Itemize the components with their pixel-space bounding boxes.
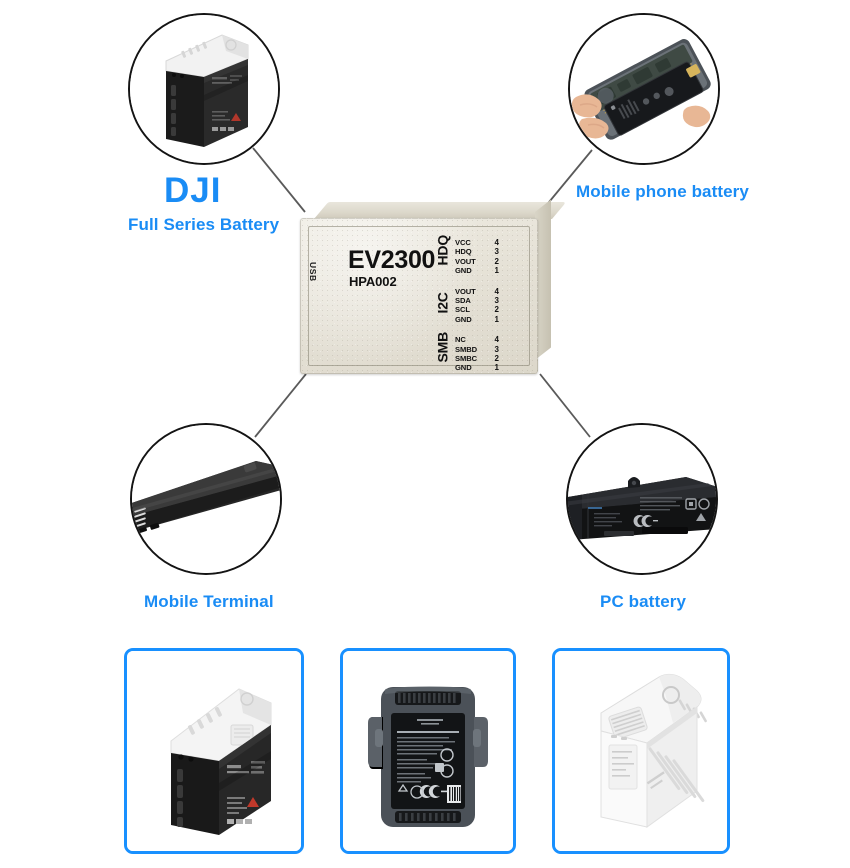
pin-signal: SMBC [455,354,477,364]
pin-row: HDQ 3 [455,247,499,256]
pin-signal: HDQ [455,247,472,257]
pin-rows: VOUT 4 SDA 3 SCL 2 GND 1 [455,287,499,325]
laptop-battery-photo [568,425,716,573]
device-part-number: HPA002 [349,274,397,289]
usb-port-label: USB [308,262,318,282]
thumbnail-box-phantom-battery [552,648,730,854]
pin-bus-label: I2C [434,292,451,314]
pin-number: 3 [494,344,499,354]
callout-label-mobile-terminal: Mobile Terminal [144,592,274,611]
pin-signal: SCL [455,305,470,315]
pin-group-i2c: I2C VOUT 4 SDA 3 SCL 2 [434,287,526,325]
phone-battery-replacement-photo [570,15,718,163]
pin-number: 4 [494,238,499,247]
pin-rows: NC 4 SMBD 3 SMBC 2 GND 1 [455,335,499,373]
pin-group-hdq: HDQ VCC 4 HDQ 3 VOUT 2 [434,234,526,276]
pin-number: 4 [494,286,499,296]
pin-signal: GND [455,314,472,324]
pin-number: 2 [494,354,499,364]
pin-row: VOUT 2 [455,257,499,266]
callout-label-full-series-battery: Full Series Battery [128,215,280,234]
callout-label-mobile-phone-battery: Mobile phone battery [576,182,749,201]
pin-row: SMBC 2 [455,354,499,363]
callout-label-pc-battery: PC battery [600,592,687,611]
pin-signal: NC [455,335,466,345]
pin-row: GND 1 [455,266,499,275]
dji-drone-battery-photo [130,15,278,163]
pin-number: 1 [494,363,499,373]
mobile-terminal-battery-pack-photo [132,425,280,573]
pin-group-smb: SMB NC 4 SMBD 3 SMBC 2 [434,332,526,373]
pin-signal: GND [455,363,472,373]
pin-row: SDA 3 [455,296,499,305]
pin-number: 2 [494,256,499,266]
callout-photo-mobile-terminal [130,423,282,575]
dji-tb47-black-battery-photo [127,651,301,851]
dji-phantom-white-battery-photo [555,651,727,851]
pin-number: 2 [494,305,499,315]
callout-photo-dji-battery [128,13,280,165]
pin-number: 3 [494,247,499,257]
device-inner-bezel [308,226,530,366]
pin-row: GND 1 [455,315,499,324]
pin-number: 1 [494,314,499,324]
pin-row: VOUT 4 [455,287,499,296]
thumbnail-box-intelligent-flight-battery [340,648,516,854]
device-model-title: EV2300 [348,246,436,274]
device-texture [300,218,538,374]
pin-signal: VOUT [455,256,476,266]
dji-gray-intelligent-flight-battery-photo [343,651,513,851]
thumbnail-box-tb47 [124,648,304,854]
pin-row: VCC 4 [455,238,499,247]
device-pin-groups: HDQ VCC 4 HDQ 3 VOUT 2 [434,234,526,384]
device-top-face [314,202,567,219]
pin-signal: GND [455,266,472,276]
device-front-face: USB EV2300 HPA002 HDQ VCC 4 HDQ 3 [300,218,538,374]
callout-label-dji-brand: DJI [164,171,222,210]
pin-row: GND 1 [455,363,499,372]
pin-row: NC 4 [455,335,499,344]
pin-signal: VOUT [455,286,476,296]
pin-signal: VCC [455,238,471,247]
pin-number: 4 [494,335,499,345]
ev2300-device: USB EV2300 HPA002 HDQ VCC 4 HDQ 3 [300,199,567,377]
pin-bus-label: SMB [434,332,451,363]
pin-number: 1 [494,266,499,276]
callout-photo-pc-battery [566,423,718,575]
pin-bus-label: HDQ [434,234,451,266]
callout-photo-phone-battery [568,13,720,165]
pin-number: 3 [494,296,499,306]
pin-signal: SDA [455,296,471,306]
pin-row: SCL 2 [455,305,499,314]
pin-row: SMBD 3 [455,345,499,354]
pin-rows: VCC 4 HDQ 3 VOUT 2 GND 1 [455,238,499,276]
pin-signal: SMBD [455,344,477,354]
